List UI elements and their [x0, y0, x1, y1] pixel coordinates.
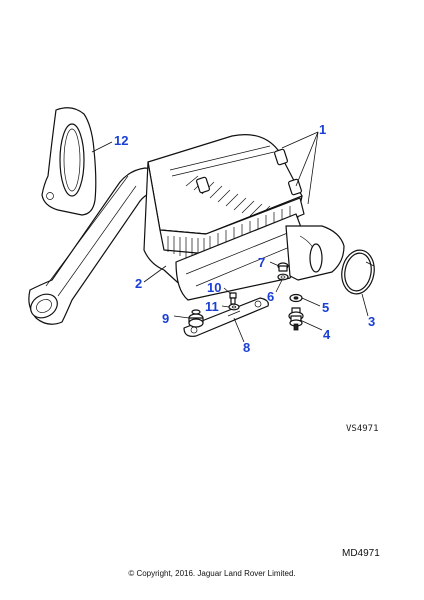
callout-11: 11 [205, 299, 219, 314]
callout-10: 10 [207, 280, 221, 295]
callout-2: 2 [135, 276, 142, 291]
mounting-hardware [277, 262, 304, 331]
callout-1: 1 [319, 122, 326, 137]
callout-9: 9 [162, 311, 169, 326]
air-cleaner-box-part-2 [143, 134, 345, 301]
callout-labels: 1 2 3 4 5 6 7 8 9 10 11 12 [114, 122, 375, 355]
retaining-clips-part-1 [196, 148, 302, 196]
reference-code: VS4971 [346, 424, 379, 434]
callout-8: 8 [243, 340, 250, 355]
callout-6: 6 [267, 289, 274, 304]
callout-5: 5 [322, 300, 329, 315]
copyright-notice: © Copyright, 2016. Jaguar Land Rover Lim… [128, 569, 296, 578]
bracket-assembly [183, 292, 269, 337]
diagram-code: MD4971 [342, 548, 380, 559]
leader-lines [91, 131, 369, 343]
seal-ring-part-3 [341, 249, 375, 295]
callout-3: 3 [368, 314, 375, 329]
callout-4: 4 [323, 327, 331, 342]
callout-7: 7 [258, 255, 265, 270]
intake-duct-part-12 [28, 107, 163, 325]
callout-12: 12 [114, 133, 128, 148]
